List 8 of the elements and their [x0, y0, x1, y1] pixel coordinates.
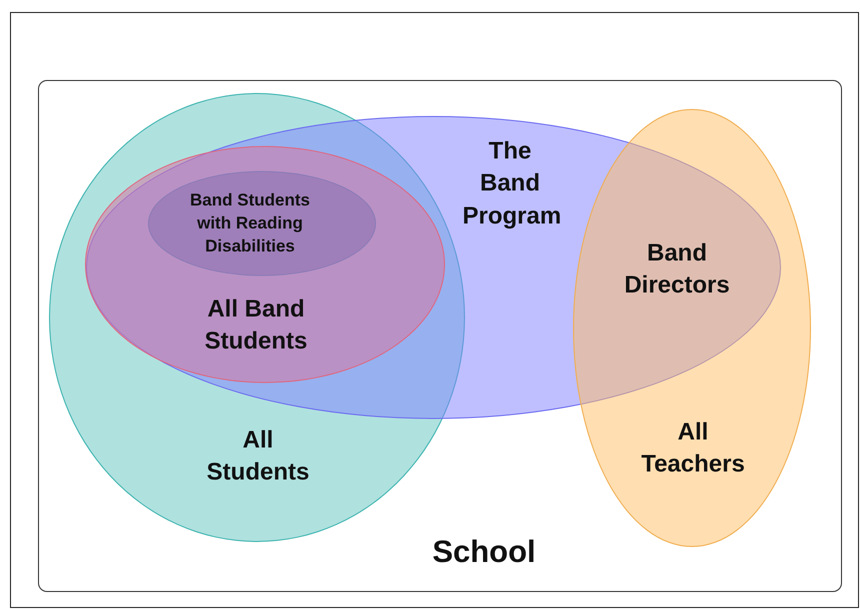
set-label: All Students [206, 426, 310, 488]
set-boundary-box [38, 80, 842, 592]
region-label: Band Directors [623, 238, 731, 301]
set-label: The Band Program [462, 136, 558, 232]
set-label: All Band Students [204, 294, 308, 357]
set-label: All Teachers [640, 418, 746, 480]
set-label: School [431, 533, 537, 572]
set-label: Band Students with Reading Disabilities [189, 190, 311, 258]
